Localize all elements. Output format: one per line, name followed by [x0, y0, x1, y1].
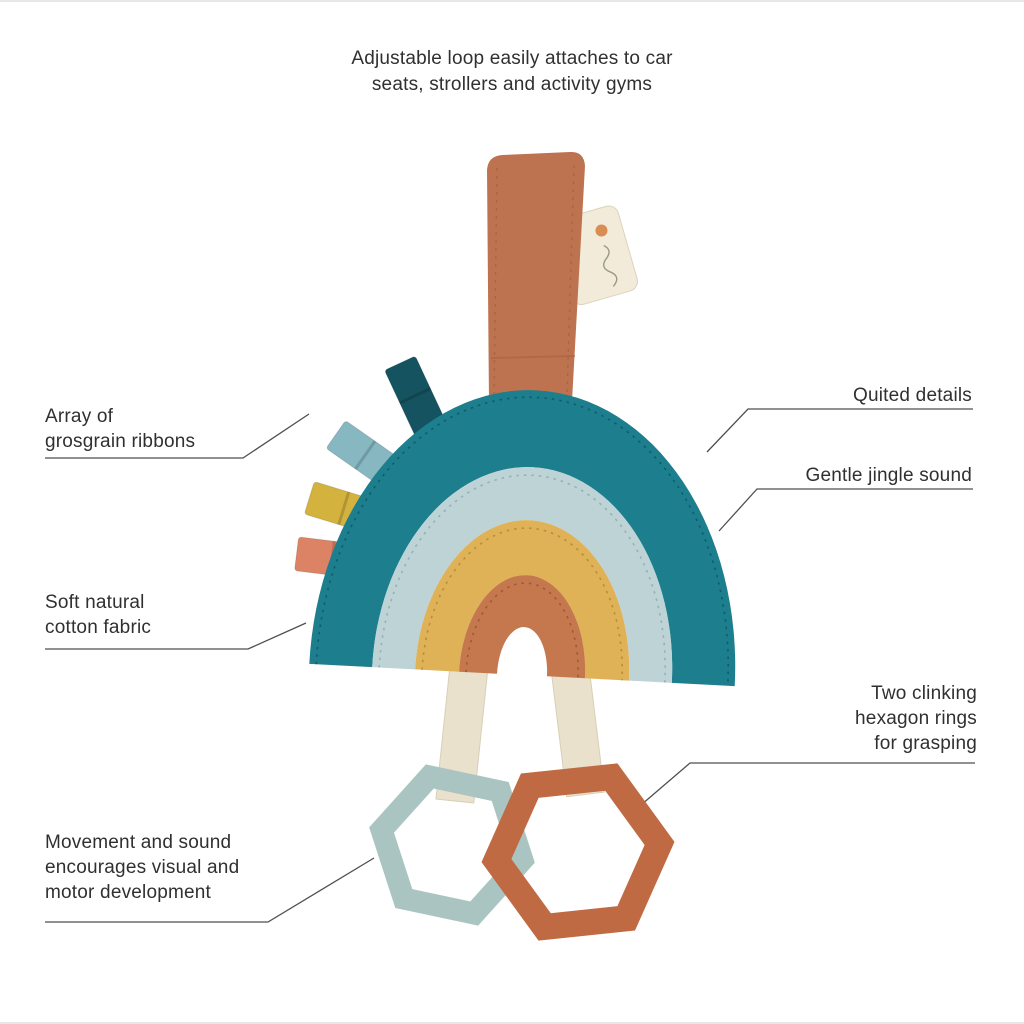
hexagon-rings — [369, 763, 675, 941]
tag-script-text — [603, 244, 618, 287]
callout-line-hexagons — [640, 762, 975, 806]
callout-line-movement — [45, 857, 375, 923]
callout-label-quilted: Quited details — [853, 385, 972, 406]
hexagon-ring-sage — [369, 764, 535, 926]
callout-lines — [45, 408, 975, 923]
callout-label-ribbons: Array of grosgrain ribbons — [45, 406, 196, 453]
frame-border-top — [0, 0, 1024, 2]
frame-border-bottom — [0, 1022, 1024, 1024]
headline: Adjustable loop easily attaches to car s… — [351, 48, 673, 96]
tag-logo-icon — [595, 224, 608, 237]
callout-label-movement: Movement and sound encourages visual and… — [45, 832, 240, 904]
callout-label-fabric: Soft natural cotton fabric — [45, 592, 152, 639]
callout-line-quilted — [706, 408, 973, 453]
rainbow-arch-teal — [309, 390, 736, 687]
callout-line-ribbons — [45, 413, 310, 459]
callout-line-fabric — [45, 622, 307, 650]
callout-label-jingle: Gentle jingle sound — [805, 465, 972, 486]
hexagon-ring-orange — [481, 763, 675, 941]
loop-strap — [487, 151, 585, 404]
rainbow-arch-blue — [372, 467, 673, 683]
rainbow-arch-yellow — [415, 520, 630, 681]
loop-stitch-right — [566, 164, 575, 397]
stitch-detail — [315, 396, 729, 686]
rainbow — [309, 390, 736, 687]
loop-fold-seam — [490, 355, 576, 359]
ribbon-dark-teal — [384, 356, 448, 441]
loop-stitch-left — [493, 167, 498, 397]
callout-line-jingle — [718, 488, 973, 532]
callout-label-hexagons: Two clinking hexagon rings for grasping — [855, 683, 977, 755]
